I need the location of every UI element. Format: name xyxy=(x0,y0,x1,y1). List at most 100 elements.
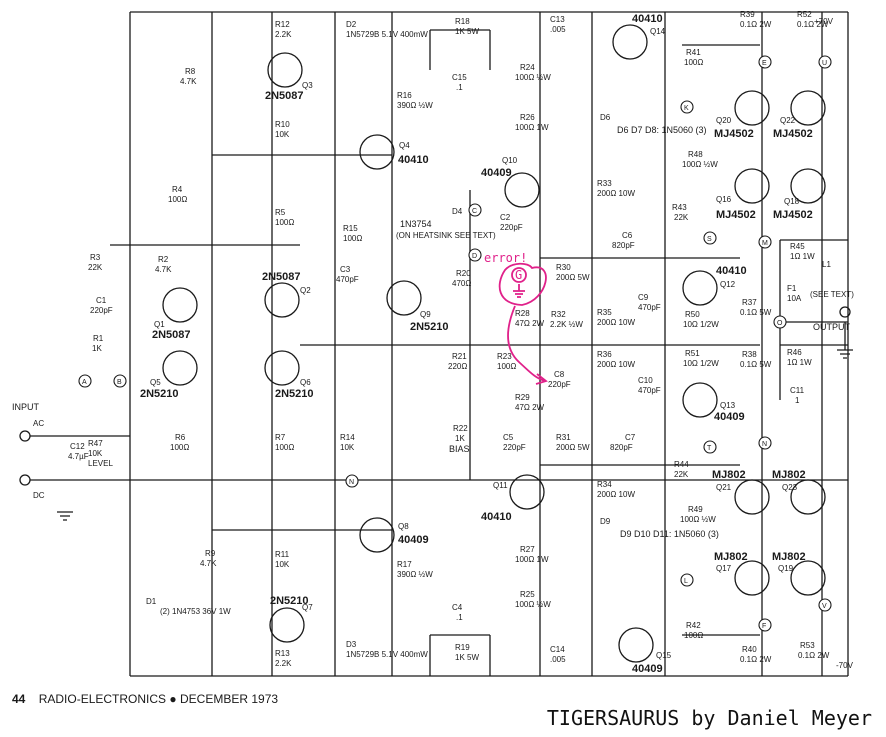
r40-ref: R40 xyxy=(742,645,757,654)
r20-value: 470Ω xyxy=(452,279,471,288)
c14-value: .005 xyxy=(550,655,566,664)
q19-ref: Q19 xyxy=(778,564,794,573)
q15-ref: Q15 xyxy=(656,651,672,660)
c15-ref: C15 xyxy=(452,73,467,82)
d3-ref: D3 xyxy=(346,640,357,649)
signal-buses xyxy=(30,12,848,676)
r42-ref: R42 xyxy=(686,621,701,630)
node-l-label: L xyxy=(684,578,688,585)
node-m-label: M xyxy=(762,240,768,247)
r42-value: 100Ω xyxy=(684,631,703,640)
r18-ref: R18 xyxy=(455,17,470,26)
r25-ref: R25 xyxy=(520,590,535,599)
c6-ref: C6 xyxy=(622,231,633,240)
r15-value: 100Ω xyxy=(343,234,362,243)
r4-value: 100Ω xyxy=(168,195,187,204)
f1-value: 10A xyxy=(787,294,802,303)
c13-ref: C13 xyxy=(550,15,565,24)
d9-d11-part: D9 D10 D11: 1N5060 (3) xyxy=(620,529,719,539)
q12-part: 40410 xyxy=(716,265,747,277)
c1-ref: C1 xyxy=(96,296,107,305)
q7-ref: Q7 xyxy=(302,603,313,612)
q6-ref: Q6 xyxy=(300,378,311,387)
r39-ref: R39 xyxy=(740,10,755,19)
r49-ref: R49 xyxy=(688,505,703,514)
r47-ref: R47 xyxy=(88,439,103,448)
r52-value: 0.1Ω 2W xyxy=(797,20,829,29)
node-u-label: U xyxy=(822,60,827,67)
r11-value: 10K xyxy=(275,560,290,569)
component-labels: R3 22K R2 4.7K R1 1K C1 220pF R8 4.7K R4… xyxy=(68,10,854,668)
node-c-label: C xyxy=(472,208,477,215)
r44-value: 22K xyxy=(674,470,689,479)
r38-ref: R38 xyxy=(742,350,757,359)
c2-value: 220pF xyxy=(500,223,523,232)
r37-value: 0.1Ω 5W xyxy=(740,308,772,317)
q1-ref: Q1 xyxy=(154,320,165,329)
q23-ref: Q23 xyxy=(782,483,798,492)
r46-ref: R46 xyxy=(787,348,802,357)
r46-value: 1Ω 1W xyxy=(787,358,812,367)
q13-part: 40409 xyxy=(714,411,745,423)
d9-ref: D9 xyxy=(600,517,611,526)
c11-value: 1 xyxy=(795,396,800,405)
r43-ref: R43 xyxy=(672,203,687,212)
q1-part: 2N5087 xyxy=(152,329,191,341)
r45-value: 1Ω 1W xyxy=(790,252,815,261)
q17-ref: Q17 xyxy=(716,564,732,573)
d2-part: 1N5729B 5.1V 400mW xyxy=(346,30,428,39)
r7-ref: R7 xyxy=(275,433,286,442)
r38-value: 0.1Ω 5W xyxy=(740,360,772,369)
r4-ref: R4 xyxy=(172,185,183,194)
c12-ref: C12 xyxy=(70,442,85,451)
magazine-name: RADIO-ELECTRONICS xyxy=(38,692,167,706)
r35-ref: R35 xyxy=(597,308,612,317)
r13-value: 2.2K xyxy=(275,659,292,668)
issue-date: DECEMBER 1973 xyxy=(180,692,279,706)
r12-ref: R12 xyxy=(275,20,290,29)
r23-value: 100Ω xyxy=(497,362,516,371)
q21-part: MJ802 xyxy=(712,469,746,481)
r24-ref: R24 xyxy=(520,63,535,72)
minus-70v-label: -70V xyxy=(836,661,854,670)
r1-ref: R1 xyxy=(93,334,104,343)
r2-value: 4.7K xyxy=(155,265,172,274)
q8-part: 40409 xyxy=(398,534,429,546)
diode-labels: D2 1N5729B 5.1V 400mW D3 1N5729B 5.1V 40… xyxy=(146,20,719,659)
r5-ref: R5 xyxy=(275,208,286,217)
q2-part: 2N5087 xyxy=(262,271,301,283)
q20-part: MJ4502 xyxy=(714,128,754,140)
g-node-label: G xyxy=(515,268,522,282)
r44-ref: R44 xyxy=(674,460,689,469)
c8-value: 220pF xyxy=(548,380,571,389)
r12-value: 2.2K xyxy=(275,30,292,39)
c9-value: 470pF xyxy=(638,303,661,312)
node-o-label: O xyxy=(777,320,783,327)
q18-ref: Q18 xyxy=(784,197,800,206)
r19-ref: R19 xyxy=(455,643,470,652)
r31-ref: R31 xyxy=(556,433,571,442)
level-label: LEVEL xyxy=(88,459,113,468)
r29-ref: R29 xyxy=(515,393,530,402)
c3-value: 470pF xyxy=(336,275,359,284)
r26-value: 100Ω 1W xyxy=(515,123,549,132)
r41-ref: R41 xyxy=(686,48,701,57)
error-text: error! xyxy=(484,251,527,265)
r52-ref: R52 xyxy=(797,10,812,19)
node-s-label: S xyxy=(707,236,712,243)
r5-value: 100Ω xyxy=(275,218,294,227)
r16-value: 390Ω ½W xyxy=(397,101,433,110)
q10-ref: Q10 xyxy=(502,156,518,165)
r22-value: 1K xyxy=(455,434,465,443)
r53-ref: R53 xyxy=(800,641,815,650)
r3-ref: R3 xyxy=(90,253,101,262)
author-credit: TIGERSAURUS by Daniel Meyer xyxy=(546,706,872,730)
r45-ref: R45 xyxy=(790,242,805,251)
q15-part: 40409 xyxy=(632,663,663,675)
r53-value: 0.1Ω 2W xyxy=(798,651,830,660)
c7-value: 820pF xyxy=(610,443,633,452)
r28-ref: R28 xyxy=(515,309,530,318)
q9-part: 2N5210 xyxy=(410,321,449,333)
d4-part: 1N3754 xyxy=(400,219,432,229)
r51-value: 10Ω 1/2W xyxy=(683,359,719,368)
